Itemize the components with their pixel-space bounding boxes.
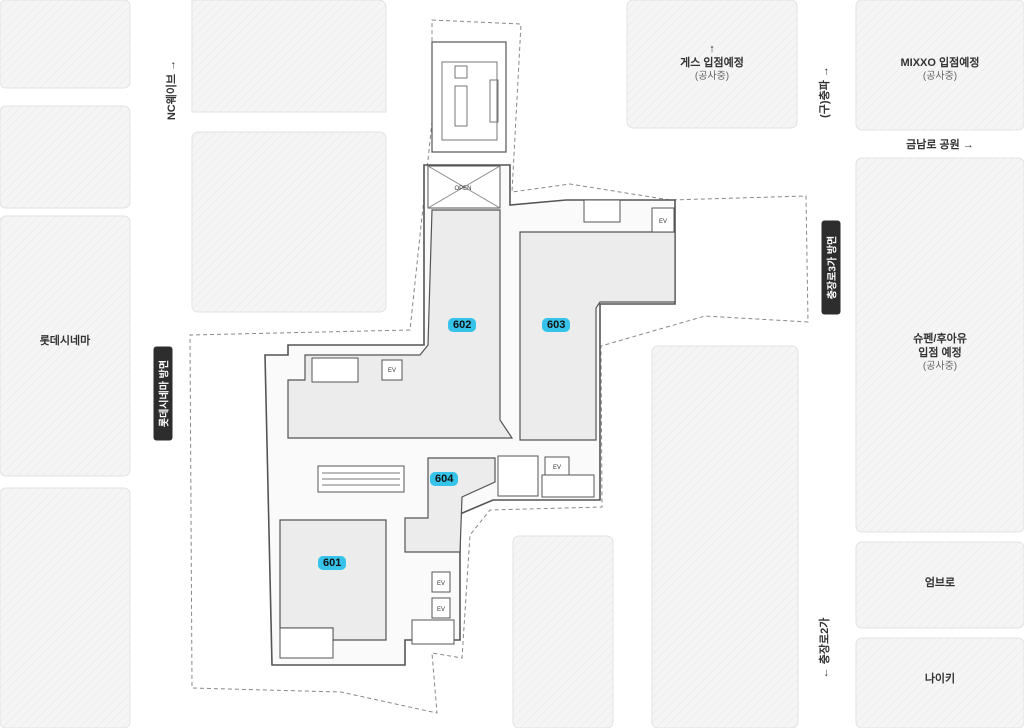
ev-mark-b: EV [553,465,561,471]
block-center-left [191,131,387,313]
block-mixxo [855,0,1024,131]
elevator-box-e [431,597,451,619]
street-nc-wave: NC웨이브 → [166,59,178,121]
spao-label: 슈펜/후아유 입점 예정 (공사중) [890,332,990,373]
unit-601-area [279,519,387,641]
unit-badge-603[interactable]: 603 [542,318,571,332]
lotte-cinema-label: 롯데시네마 [30,334,100,348]
ev-mark-d: EV [437,581,445,587]
block-left-mid [0,105,131,209]
block-top-center [191,0,387,113]
ev-mark-e: EV [437,607,445,613]
block-umbro [855,541,1024,629]
unit-badge-604[interactable]: 604 [430,472,459,486]
block-nike [855,637,1024,728]
stair-right [583,199,621,223]
spao-name-2: 입점 예정 [918,347,962,359]
elevator-box-c [651,207,675,233]
street-chungjangro2: ← 충장로2가 [819,617,831,679]
unit-badge-601[interactable]: 601 [318,556,347,570]
street-old-chungpa: (구)충파 → [819,66,831,118]
spao-sub: (공사중) [922,361,958,372]
open-mark: OPEN [454,186,471,192]
mixxo-label: MIXXO 입점예정 (공사중) [880,56,1000,83]
unit-601-annex [279,627,334,659]
unit-603-area [519,231,676,441]
spao-name-1: 슈펜/후아유 [913,333,967,345]
guess-arrow: ↑ [709,43,715,55]
guess-label: ↑ 게스 입점예정 (공사중) [660,42,764,83]
unit-604-area [404,457,496,553]
nike-name: 나이키 [924,673,956,685]
ev-mark-c: EV [659,219,667,225]
block-lotte-cinema [0,215,131,477]
pill-chungjangro3-side: 충장로3가 방면 [821,220,841,315]
block-top-left [0,0,131,89]
street-geumnamro-park-text: 금남로 공원 → [906,139,974,151]
ev-mark-a: EV [388,368,396,374]
block-bottom-right [651,345,799,728]
stair-left [311,357,359,383]
mixxo-name: MIXXO 입점예정 [900,57,980,69]
annex-structure [427,41,507,209]
elevator-box-b [544,456,570,476]
guess-name: 게스 입점예정 [680,57,744,69]
mixxo-sub: (공사중) [922,71,958,82]
restroom-block [497,455,539,497]
stair-lower-right [541,474,595,498]
pill-lotte-cinema-side: 롯데시네마 방면 [153,346,173,441]
block-spao [855,157,1024,533]
elevator-box-a [381,359,403,381]
block-bottom-center [512,535,614,728]
guess-sub: (공사중) [694,71,730,82]
umbro-label: 엄브로 [900,576,980,590]
site-boundary [189,19,809,714]
nike-label: 나이키 [900,672,980,686]
umbro-name: 엄브로 [924,577,956,589]
stair-bottom [411,619,455,645]
block-guess [626,0,798,129]
street-geumnamro-park: 금남로 공원 → [890,138,990,152]
lotte-cinema-name: 롯데시네마 [39,335,91,347]
block-left-bottom [0,487,131,728]
elevator-box-d [431,571,451,593]
unit-badge-602[interactable]: 602 [448,318,477,332]
vertical-circulation [311,199,675,645]
